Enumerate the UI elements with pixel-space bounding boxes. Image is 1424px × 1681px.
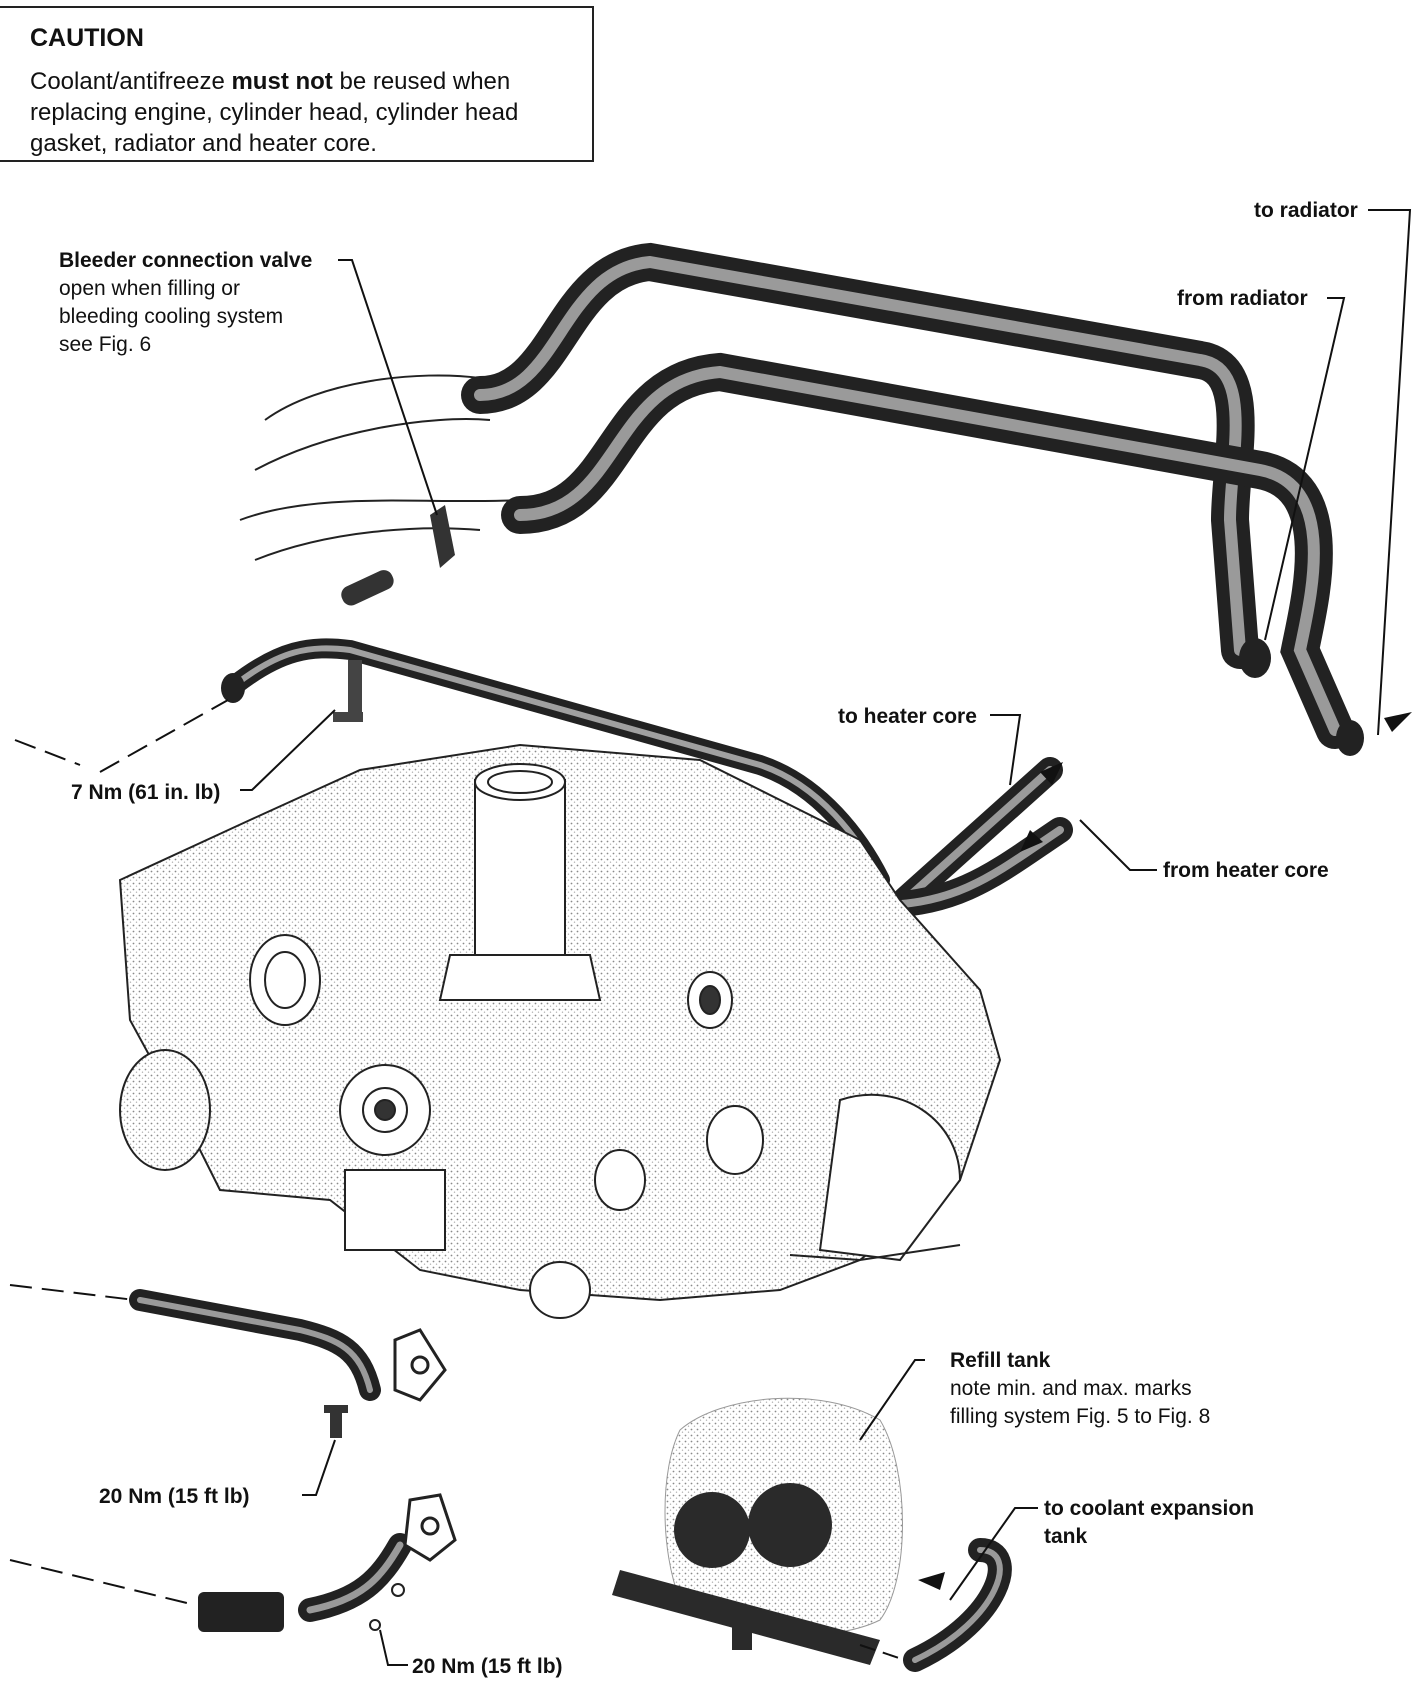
label-bleeder-title: Bleeder connection valve <box>59 249 313 272</box>
washers <box>369 1583 405 1631</box>
bleeder-valve <box>341 505 455 606</box>
caution-title: CAUTION <box>30 24 144 52</box>
arrow-to-expansion <box>918 1572 945 1590</box>
label-torque-20nm-b: 20 Nm (15 ft lb) <box>412 1655 563 1678</box>
label-bleeder-line3: see Fig. 6 <box>59 333 152 356</box>
refill-tank <box>612 1397 903 1665</box>
label-to-radiator: to radiator <box>1254 199 1358 222</box>
caution-text-end: be reused when replacing engine, cylinde… <box>30 68 519 157</box>
flow-arrows[interactable] <box>918 712 1412 1590</box>
label-refill-tank-title: Refill tank <box>950 1349 1051 1372</box>
engine-block <box>118 743 1002 1319</box>
bolt-lower <box>324 1405 348 1438</box>
label-to-heater-core: to heater core <box>838 705 977 728</box>
label-bleeder-line1: open when filling or <box>59 277 240 300</box>
label-to-coolant-expansion-line1: to coolant expansion <box>1044 1497 1255 1520</box>
caution-box: CAUTION Coolant/antifreeze must not be r… <box>0 6 594 162</box>
caution-text: Coolant/antifreeze must not be reused wh… <box>30 66 582 159</box>
elbow-gasket <box>403 1493 457 1562</box>
pipe-bracket <box>333 660 363 722</box>
heater-core-hoses <box>867 757 1073 918</box>
label-refill-tank-line2: filling system Fig. 5 to Fig. 8 <box>950 1405 1211 1428</box>
label-torque-20nm-a: 20 Nm (15 ft lb) <box>99 1485 250 1508</box>
label-bleeder-line2: bleeding cooling system <box>59 305 284 328</box>
label-to-coolant-expansion-line2: tank <box>1044 1525 1088 1548</box>
hose-ends <box>1239 638 1364 756</box>
arrow-from-heater-core <box>1020 830 1043 852</box>
caution-text-start: Coolant/antifreeze <box>30 68 232 95</box>
label-from-radiator: from radiator <box>1177 287 1308 310</box>
label-refill-tank-line1: note min. and max. marks <box>950 1377 1192 1400</box>
hose-fade-lines <box>239 374 521 561</box>
elbow-pipe <box>198 1533 412 1632</box>
lower-radiator-hose <box>501 352 1354 749</box>
arrow-to-radiator <box>1384 712 1412 732</box>
expansion-tank-hose <box>903 1538 1012 1672</box>
arrow-to-heater-core <box>1040 762 1063 785</box>
lower-gasket <box>393 1328 447 1402</box>
label-torque-7nm: 7 Nm (61 in. lb) <box>71 781 221 804</box>
caution-text-emphasis: must not <box>231 68 333 95</box>
lower-coolant-pipe <box>129 1289 381 1401</box>
label-from-heater-core: from heater core <box>1163 859 1329 882</box>
leader-lines <box>9 209 1412 1666</box>
